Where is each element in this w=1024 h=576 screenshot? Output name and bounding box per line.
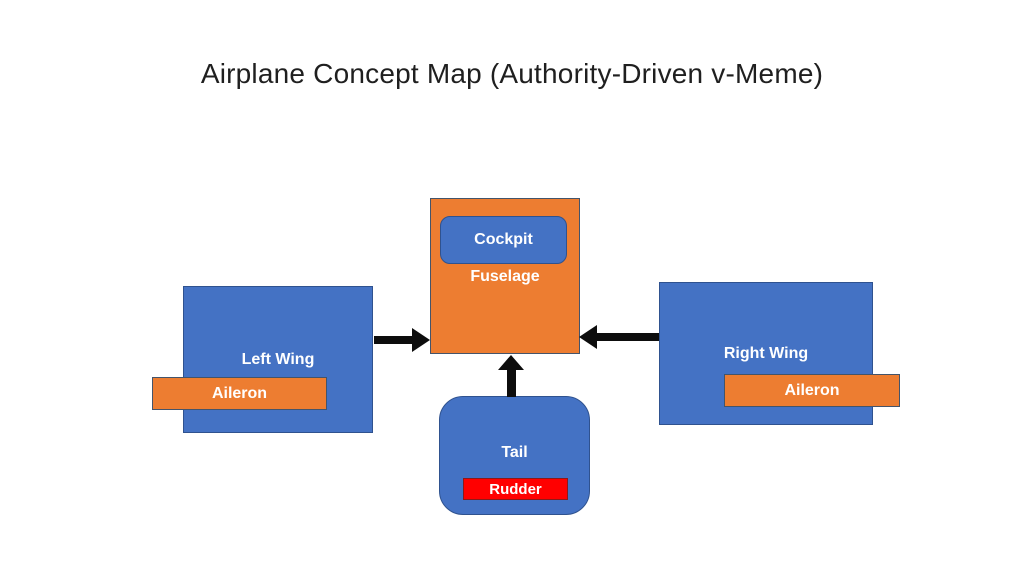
node-cockpit: Cockpit [440, 216, 567, 264]
node-tail-label: Tail [501, 444, 528, 461]
node-right-aileron: Aileron [724, 374, 900, 407]
page-title: Airplane Concept Map (Authority-Driven v… [200, 58, 824, 89]
node-left-aileron-label: Aileron [211, 384, 268, 402]
node-left-wing-label: Left Wing [241, 350, 315, 368]
arrow-head-right-icon [412, 328, 430, 352]
node-left-aileron: Aileron [152, 377, 327, 410]
node-rudder-label: Rudder [489, 480, 542, 498]
node-right-wing-label: Right Wing [723, 344, 809, 362]
arrow-shaft [597, 333, 659, 341]
arrow-head-left-icon [579, 325, 597, 349]
node-left-wing: Left Wing [183, 286, 373, 433]
node-cockpit-label: Cockpit [474, 231, 533, 248]
arrow-shaft [507, 370, 516, 397]
node-fuselage-label: Fuselage [470, 268, 540, 285]
arrow-shaft [374, 336, 414, 344]
arrow-head-up-icon [498, 355, 524, 370]
node-right-aileron-label: Aileron [784, 381, 840, 399]
node-rudder: Rudder [463, 478, 568, 500]
